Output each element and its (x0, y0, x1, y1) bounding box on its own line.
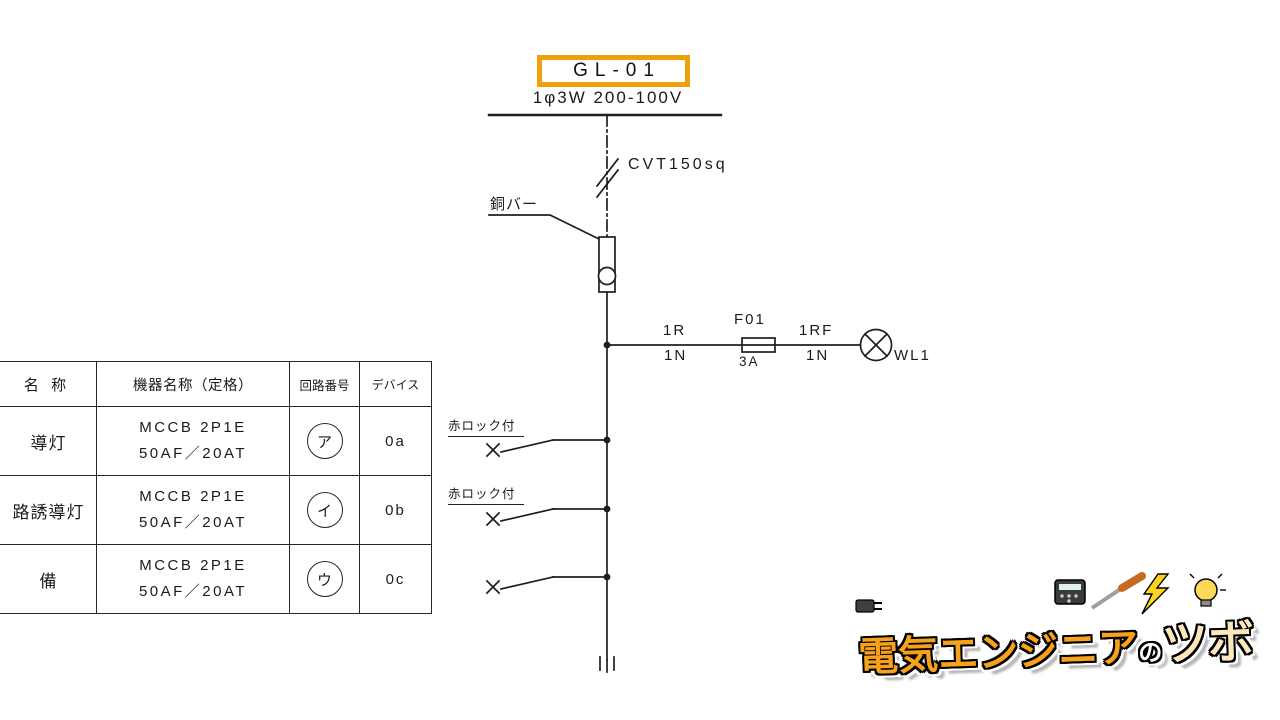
circuit-number-badge: ウ (306, 561, 343, 597)
breaker-branch-3 (485, 575, 608, 595)
load-name: 備 (0, 544, 97, 614)
circuit-number-cell: ア (289, 406, 360, 476)
col-header-circuit: 回路番号 (289, 361, 360, 407)
breaker-spec-line2: 50AF／20AT (138, 445, 248, 462)
device-id: 0c (359, 544, 432, 614)
bus-rating-label: 1φ3W 200-100V (532, 88, 684, 107)
breaker-spec-line1: MCCB 2P1E (139, 488, 247, 505)
lamp-symbol (859, 328, 893, 362)
circuit-number-badge: イ (306, 492, 343, 528)
load-phase-label: 1RF (799, 322, 834, 339)
table-row: 路誘導灯 MCCB 2P1E 50AF／20AT イ 0b (0, 475, 432, 545)
junction-dots (603, 341, 611, 581)
site-logo-watermark: 電気エンジニアのツボ (850, 570, 1270, 720)
load-neutral-label: 1N (806, 347, 830, 364)
screwdriver-icon (1090, 572, 1146, 610)
wl1-feeder-branch (606, 328, 893, 362)
device-id: 0a (359, 406, 432, 476)
circuit-number-cell: イ (289, 475, 360, 545)
riser-end-mark (599, 656, 615, 673)
device-id: 0b (359, 475, 432, 545)
panel-id-highlight-box: GL-01 (537, 55, 690, 87)
load-name: 導灯 (0, 406, 97, 476)
lightning-icon (1141, 573, 1170, 615)
fuse-name-label: F01 (734, 311, 766, 328)
breaker-spec-line2: 50AF／20AT (138, 583, 248, 600)
col-header-name: 名 称 (0, 361, 97, 407)
red-lock-label-2: 赤ロック付 (448, 483, 524, 505)
col-header-device-id: デバイス (359, 361, 432, 407)
table-row: 備 MCCB 2P1E 50AF／20AT ウ 0c (0, 544, 432, 614)
circuit-table: 名 称 機器名称（定格） 回路番号 デバイス 導灯 MCCB 2P1E 50AF… (0, 361, 432, 614)
panel-id-label: GL-01 (573, 60, 661, 81)
plug-icon (855, 599, 882, 613)
red-lock-label-1: 赤ロック付 (448, 415, 524, 437)
breaker-spec-line2: 50AF／20AT (138, 514, 248, 531)
table-row: 導灯 MCCB 2P1E 50AF／20AT ア 0a (0, 406, 432, 476)
col-header-device: 機器名称（定格） (96, 361, 290, 407)
lightbulb-icon (1189, 573, 1226, 607)
circuit-number-cell: ウ (289, 544, 360, 614)
breaker-spec-cell: MCCB 2P1E 50AF／20AT (96, 475, 290, 545)
cable-type-label: CVT150sq (628, 156, 728, 173)
watermark-doodles (855, 572, 1226, 615)
lamp-name-label: WL1 (894, 347, 931, 364)
feeder-neutral-label: 1N (664, 347, 688, 364)
load-name: 路誘導灯 (0, 475, 97, 545)
cable-slash-marks (595, 157, 620, 199)
breaker-branch-1 (485, 438, 608, 458)
breaker-spec-line1: MCCB 2P1E (139, 419, 247, 436)
breaker-branch-2 (485, 507, 608, 527)
watermark-text-main: 電気エンジニア (857, 626, 1139, 680)
watermark-text-tsubo: ツボ (1161, 615, 1255, 671)
fuse-rating-label: 3A (739, 354, 760, 369)
table-header-row: 名 称 機器名称（定格） 回路番号 デバイス (0, 361, 432, 407)
watermark-text-no: の (1137, 639, 1163, 668)
breaker-spec-line1: MCCB 2P1E (139, 557, 247, 574)
breaker-spec-cell: MCCB 2P1E 50AF／20AT (96, 544, 290, 614)
watermark-text: 電気エンジニアのツボ (857, 605, 1255, 685)
copper-bar-leader-line (488, 214, 603, 242)
calculator-icon (1054, 579, 1086, 605)
breaker-spec-cell: MCCB 2P1E 50AF／20AT (96, 406, 290, 476)
circuit-number-badge: ア (306, 423, 343, 459)
feeder-phase-label: 1R (663, 322, 687, 339)
fuse-symbol (741, 337, 776, 353)
copper-bar-label: 銅バー (490, 196, 539, 213)
copper-bar-terminal (597, 266, 617, 286)
